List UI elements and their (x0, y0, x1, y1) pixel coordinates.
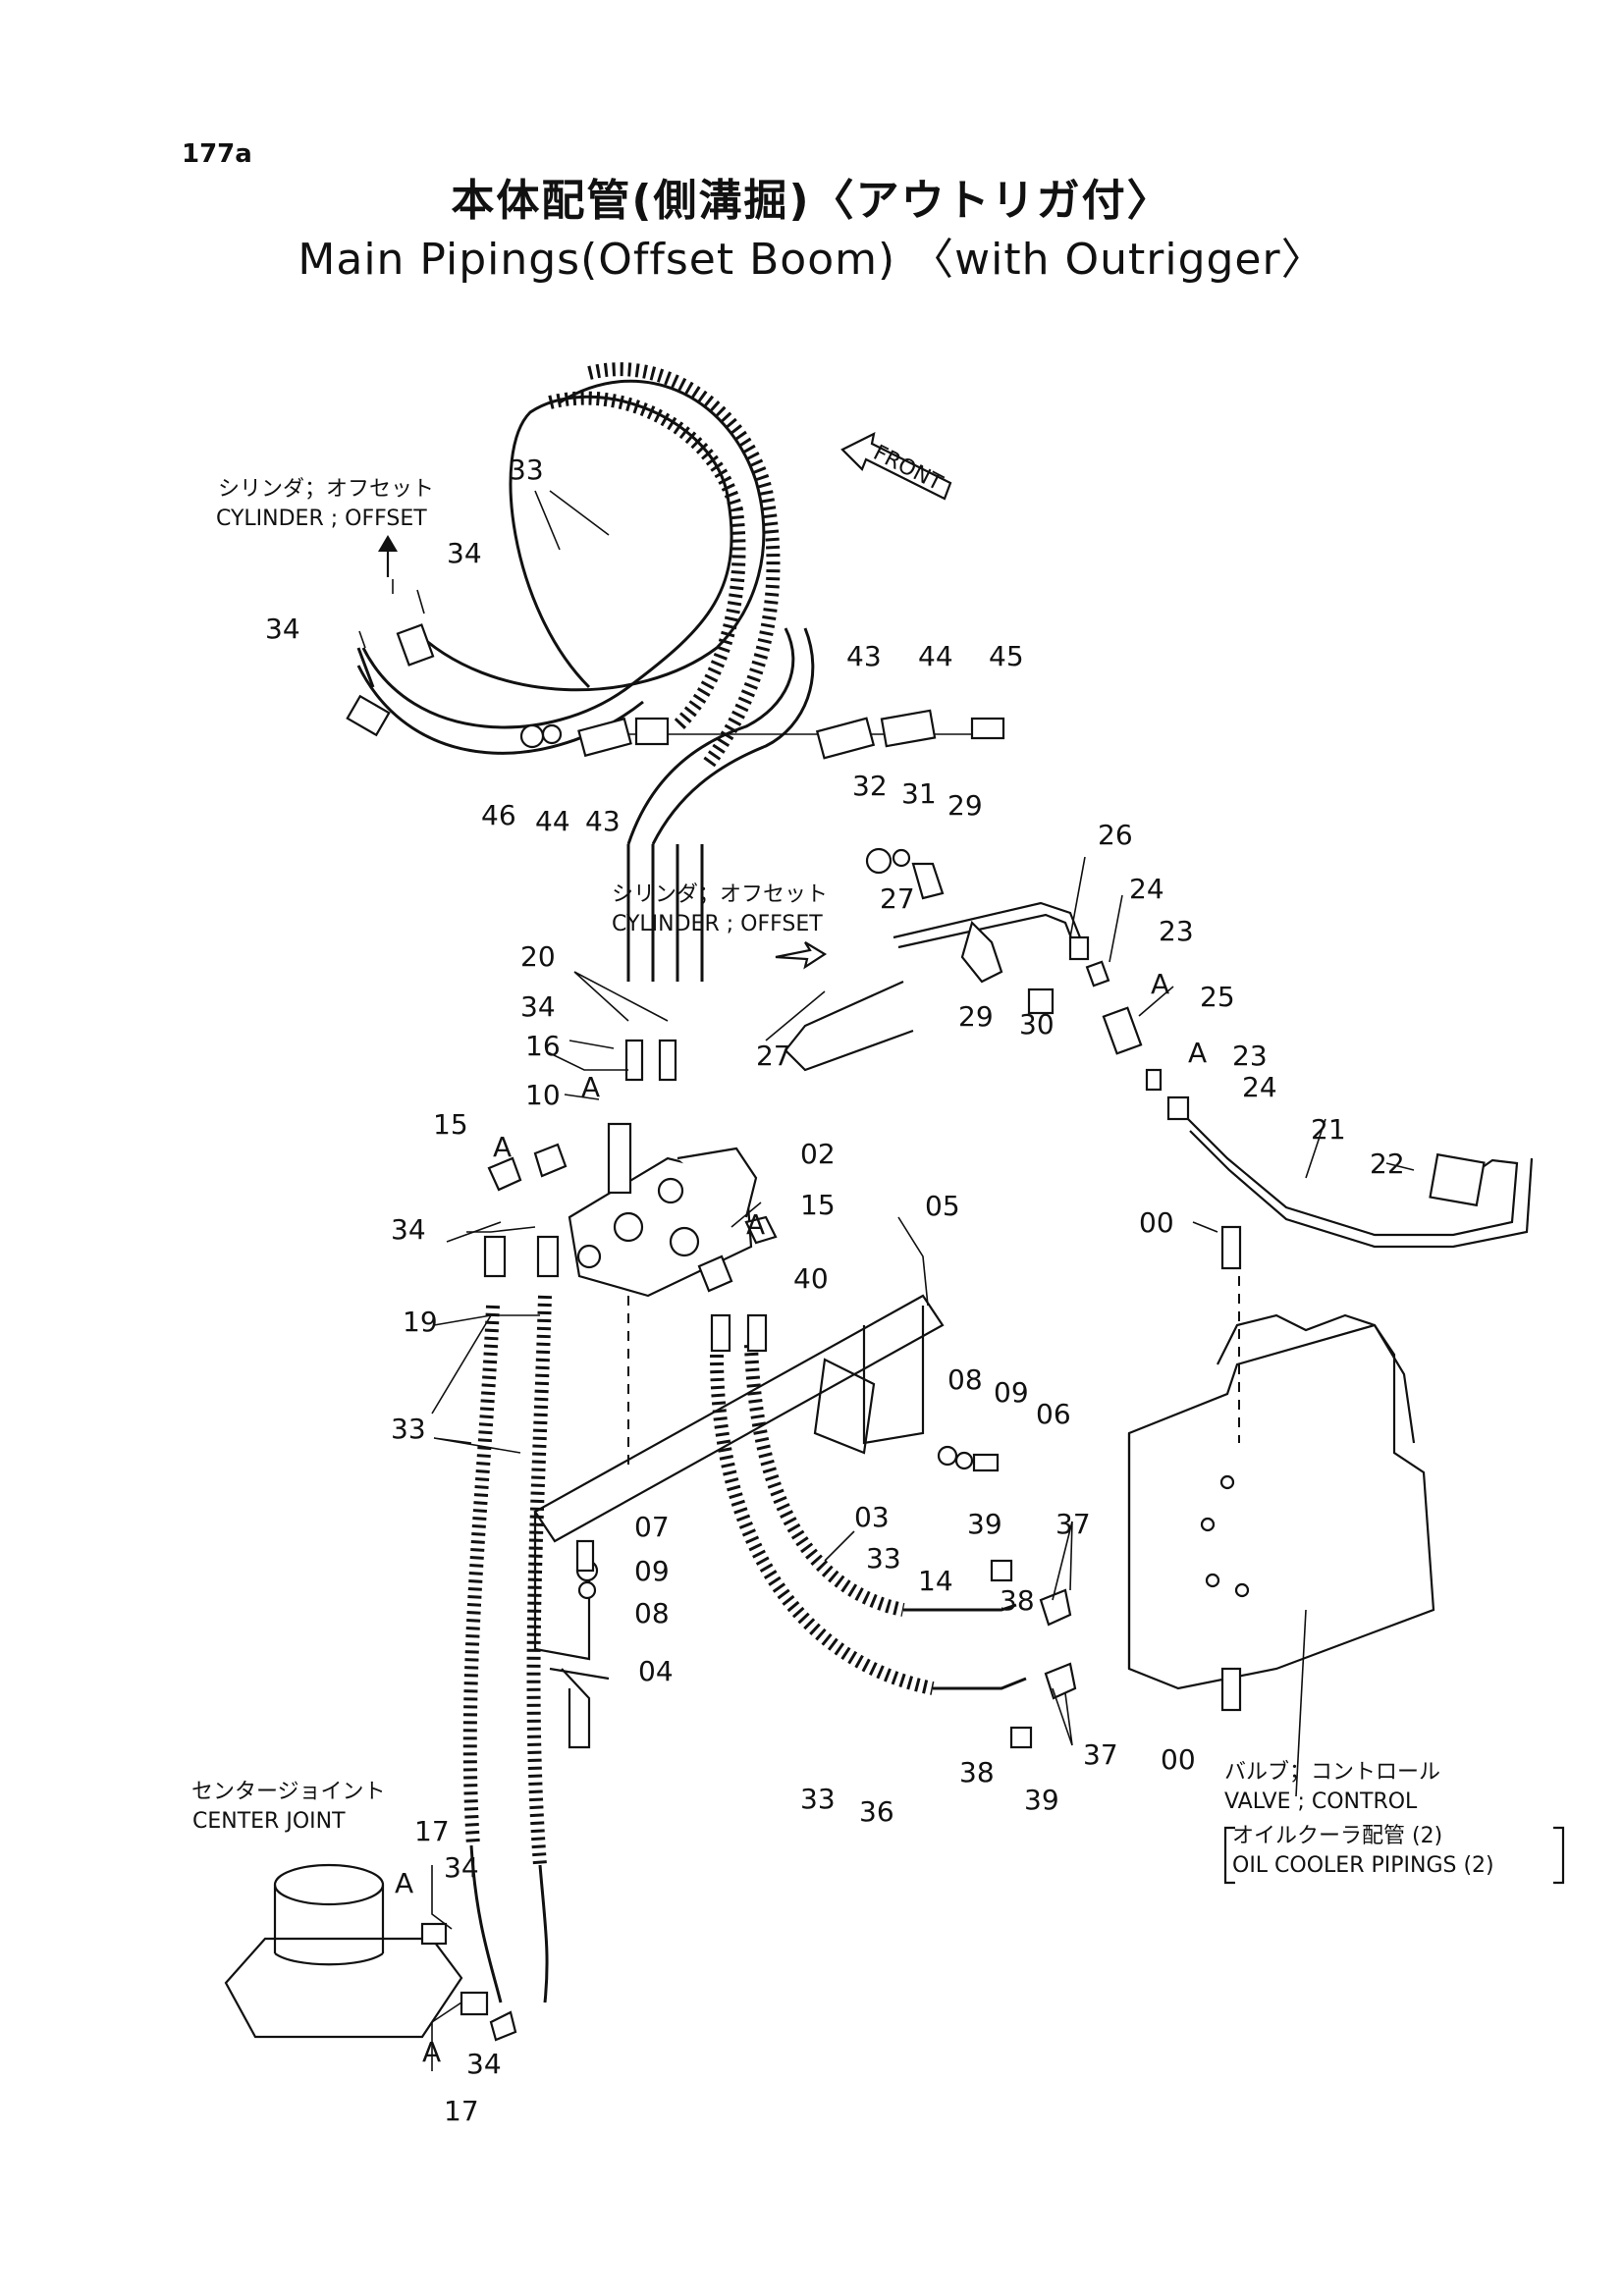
callout-30: 30 (1019, 1008, 1055, 1041)
callout-34-top-right: 34 (447, 537, 482, 569)
callout-43-left: 43 (585, 805, 621, 837)
front-arrow-icon: FRONT (840, 432, 952, 501)
front-label: FRONT (869, 441, 947, 497)
label-oil-cooler-en: OIL COOLER PIPINGS (2) (1232, 1853, 1494, 1878)
left-hoses-19 (462, 1235, 560, 2003)
callout-34-cj-top: 34 (444, 1851, 479, 1884)
callout-25: 25 (1200, 981, 1235, 1013)
callout-10: 10 (525, 1079, 561, 1111)
mounting-frame (533, 1294, 1000, 1749)
cylinder-direction-arrow-icon (775, 941, 828, 970)
callout-33-bottom: 33 (800, 1783, 836, 1815)
callout-16: 16 (525, 1030, 561, 1062)
callout-44-right: 44 (918, 640, 953, 672)
callout-33-top: 33 (509, 454, 544, 486)
callout-33-mid: 33 (866, 1542, 901, 1575)
callout-a-15-right: A (746, 1208, 765, 1241)
callout-37-bottom: 37 (1083, 1738, 1118, 1771)
label-cylinder-offset-2-jp: シリンダ；オフセット (612, 882, 828, 907)
callout-29-bottom: 29 (958, 1000, 994, 1033)
callout-09-right: 09 (994, 1376, 1029, 1409)
callout-34-cj-bottom: 34 (466, 2048, 502, 2080)
label-cylinder-offset-1-en: CYLINDER ; OFFSET (216, 507, 427, 531)
callout-23-top: 23 (1159, 915, 1194, 947)
callout-44-left: 44 (535, 805, 570, 837)
label-cylinder-offset-1-jp: シリンダ；オフセット (218, 477, 434, 502)
callout-a-23-top: A (1151, 968, 1169, 1000)
callout-21: 21 (1311, 1113, 1346, 1146)
callout-34-mid: 34 (520, 990, 556, 1023)
callout-08-right: 08 (947, 1363, 983, 1396)
upper-offset-hoses (346, 362, 815, 982)
leader-lines (358, 490, 1415, 2071)
callout-22: 22 (1370, 1148, 1405, 1180)
callout-38-bottom: 38 (959, 1756, 995, 1789)
callout-15-right: 15 (800, 1189, 836, 1221)
callout-04: 04 (638, 1655, 674, 1687)
callout-17-bottom: 17 (444, 2095, 479, 2127)
callout-23-bottom: 23 (1232, 1040, 1268, 1072)
callout-06: 06 (1036, 1398, 1071, 1430)
callout-19: 19 (403, 1306, 438, 1338)
callout-31: 31 (901, 777, 937, 810)
page-title-english: Main Pipings(Offset Boom) 〈with Outrigge… (298, 235, 1325, 285)
control-valve-body (1127, 1225, 1435, 1797)
middle-hoses (710, 1313, 1077, 1749)
callout-34-top-left: 34 (265, 613, 300, 645)
label-valve-control-en: VALVE ; CONTROL (1224, 1789, 1418, 1814)
right-pipe-run (765, 847, 1534, 1249)
label-center-joint-jp: センタージョイント (191, 1780, 386, 1804)
callout-39-bottom: 39 (1024, 1784, 1059, 1816)
callout-20: 20 (520, 940, 556, 973)
callout-39-top: 39 (967, 1508, 1002, 1540)
page-title-japanese: 本体配管(側溝掘)〈アウトリガ付〉 (451, 176, 1172, 226)
callout-27-bottom: 27 (756, 1040, 791, 1072)
bracket-left (1223, 1826, 1235, 1885)
control-valve-02 (487, 1039, 778, 1298)
callout-00-bottom: 00 (1161, 1743, 1196, 1776)
label-oil-cooler-jp: オイルクーラ配管 (2) (1232, 1824, 1442, 1848)
callout-45: 45 (989, 640, 1024, 672)
callout-02: 02 (800, 1138, 836, 1170)
callout-03: 03 (854, 1501, 890, 1533)
callout-29-top: 29 (947, 789, 983, 822)
callout-43-right: 43 (846, 640, 882, 672)
label-valve-control-jp: バルブ；コントロール (1224, 1760, 1440, 1785)
callout-37-top: 37 (1055, 1508, 1091, 1540)
callout-15-left: 15 (433, 1108, 468, 1141)
label-center-joint-en: CENTER JOINT (192, 1809, 346, 1834)
up-arrowhead-icon (378, 535, 398, 552)
callout-00-top: 00 (1139, 1206, 1174, 1239)
callout-a-15-left: A (493, 1131, 512, 1163)
page-number: 177a (182, 139, 252, 169)
callout-a-17-bottom: A (422, 2036, 441, 2068)
callout-a-16: A (581, 1071, 600, 1103)
bracket-right (1553, 1826, 1565, 1885)
callout-34-mid2: 34 (391, 1213, 426, 1246)
label-cylinder-offset-2-en: CYLINDER ; OFFSET (612, 912, 823, 936)
component-labels: シリンダ；オフセット CYLINDER ; OFFSET シリンダ；オフセット … (191, 477, 1565, 1885)
callout-08-left: 08 (634, 1597, 670, 1629)
callout-24-bottom: 24 (1242, 1071, 1277, 1103)
callout-17-top: 17 (414, 1815, 450, 1847)
callout-36: 36 (859, 1795, 894, 1828)
callout-a-17-top: A (395, 1867, 413, 1899)
callout-40: 40 (793, 1262, 829, 1295)
callout-24-top: 24 (1129, 873, 1164, 905)
callout-32: 32 (852, 770, 888, 802)
callout-a-23-bottom: A (1188, 1037, 1207, 1069)
clamp-parts (519, 709, 1005, 760)
callout-26: 26 (1098, 819, 1133, 851)
part-number-callouts: 33 34 34 43 44 45 46 44 43 32 31 29 26 2… (265, 454, 1405, 2127)
callout-38-top: 38 (1000, 1584, 1035, 1617)
callout-07: 07 (634, 1511, 670, 1543)
callout-33-left: 33 (391, 1413, 426, 1445)
callout-27-top: 27 (880, 882, 915, 915)
callout-14: 14 (918, 1565, 953, 1597)
center-joint (224, 1863, 517, 2042)
callout-05: 05 (925, 1190, 960, 1222)
callout-46: 46 (481, 799, 516, 831)
callout-09-left: 09 (634, 1555, 670, 1587)
